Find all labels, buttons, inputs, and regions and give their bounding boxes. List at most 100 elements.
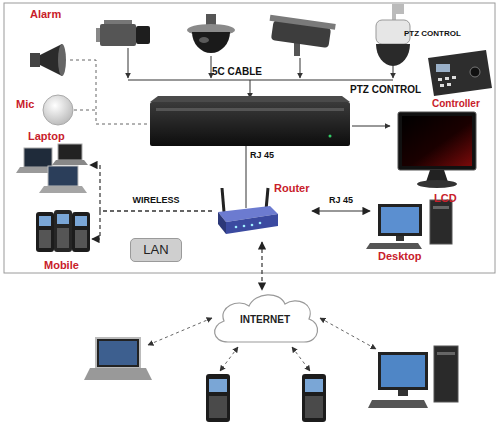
- router-led: [251, 224, 254, 227]
- connector: [90, 165, 212, 211]
- lcd-monitor: LCD: [392, 108, 478, 206]
- mic-wire: [74, 110, 96, 111]
- camera-wire: [211, 56, 212, 78]
- laptop-base: [52, 160, 88, 165]
- remote-phone-body: [206, 374, 230, 422]
- controller-key: [438, 78, 442, 81]
- node-label: Alarm: [30, 8, 61, 20]
- dome-shell: [192, 32, 230, 53]
- internet-link: [148, 318, 212, 345]
- ptz-arm: [392, 4, 404, 20]
- desktop-drive: [433, 206, 449, 209]
- node-label: Mobile: [44, 259, 79, 271]
- lan-badge: LAN: [130, 238, 182, 262]
- remote-desktop-drive: [437, 352, 455, 355]
- ptz-controller: PTZ CONTROL Controller: [398, 30, 496, 114]
- phone-keys: [57, 228, 69, 248]
- node-label: Controller: [432, 98, 480, 109]
- phone-screen: [57, 214, 69, 224]
- camera-wire: [300, 58, 301, 78]
- remote-desktop-monitor: [378, 352, 428, 390]
- internet-link: [320, 318, 376, 349]
- alarm-device: Alarm: [22, 6, 72, 78]
- desktop-client: Desktop: [370, 196, 460, 266]
- router-led: [259, 222, 262, 225]
- node-label: PTZ CONTROL: [404, 30, 461, 39]
- camera-body: [100, 24, 136, 46]
- laptop-client: Laptop: [18, 130, 90, 200]
- desktop-stand: [396, 236, 404, 241]
- mic-ball: [43, 95, 73, 125]
- router-antenna: [222, 188, 224, 212]
- camera-mount: [104, 20, 132, 24]
- controller-body: [428, 50, 492, 96]
- callout-label: 5C CABLE: [212, 66, 262, 77]
- phone-keys: [75, 230, 87, 248]
- alarm-wire: [70, 60, 150, 124]
- router-front: [226, 214, 278, 234]
- laptop-screen: [48, 166, 78, 186]
- cable-bus: [128, 80, 393, 81]
- camera-wire: [393, 66, 394, 78]
- controller-key: [452, 76, 456, 79]
- node-label: INTERNET: [208, 314, 322, 325]
- laptop-base: [39, 186, 87, 193]
- phone-keys: [39, 230, 51, 248]
- remote-phone-screen: [209, 379, 227, 392]
- node-label: LCD: [434, 192, 457, 204]
- router-device: Router: [212, 180, 312, 242]
- phone-body: [36, 212, 54, 252]
- internet-link: [220, 347, 238, 371]
- camera-lens: [136, 26, 150, 44]
- remote-desktop-keyboard: [368, 400, 428, 408]
- phone-screen: [39, 216, 51, 226]
- node-label: Laptop: [28, 130, 65, 142]
- dome-highlight: [199, 37, 209, 43]
- camera-wire: [128, 48, 129, 78]
- remote-desktop-stand: [398, 390, 408, 396]
- controller-screen: [436, 64, 450, 72]
- callout-label: PTZ CONTROL: [350, 84, 421, 95]
- desktop-monitor: [378, 204, 422, 236]
- remote-phone-keys: [209, 396, 227, 418]
- lcd-screen: [402, 116, 472, 166]
- node-label: Router: [274, 182, 309, 194]
- ptz-dome: [376, 44, 410, 66]
- alarm-bell: [58, 44, 66, 76]
- remote-laptop-base: [84, 368, 152, 380]
- dvr-strip: [156, 108, 344, 111]
- bullet-mount: [294, 42, 300, 56]
- router-side: [218, 212, 226, 234]
- cable-drop: [250, 80, 251, 98]
- network-wire: [246, 146, 247, 208]
- remote-laptop-display: [99, 341, 137, 365]
- connector-label: WIRELESS: [132, 196, 179, 206]
- laptop-screen: [58, 144, 82, 160]
- node-label: Desktop: [378, 250, 421, 262]
- desktop-keyboard: [366, 243, 422, 249]
- internet-link: [292, 347, 310, 371]
- video-out-wire: [352, 126, 390, 127]
- phone-body: [54, 210, 72, 252]
- connector: [92, 211, 212, 239]
- remote-phone-keys: [305, 396, 323, 418]
- dvr-body: [150, 102, 350, 146]
- connector: [312, 210, 370, 211]
- controller-key: [447, 83, 451, 86]
- node-label: Mic: [16, 98, 34, 110]
- remote-laptop-screen: [96, 338, 140, 368]
- desktop-tower: [430, 200, 452, 244]
- dvr-top: [150, 96, 350, 102]
- mic-device: Mic: [12, 92, 84, 128]
- remote-desktop-screen: [381, 355, 425, 387]
- node-label: LAN: [131, 243, 181, 257]
- phone-body: [72, 212, 90, 252]
- connector: [261, 242, 262, 290]
- bullet-shield: [270, 15, 336, 30]
- internet-cloud: INTERNET: [208, 290, 322, 348]
- lcd-base: [417, 180, 457, 188]
- connector-label: RJ 45: [329, 196, 353, 206]
- alarm-body: [30, 53, 40, 67]
